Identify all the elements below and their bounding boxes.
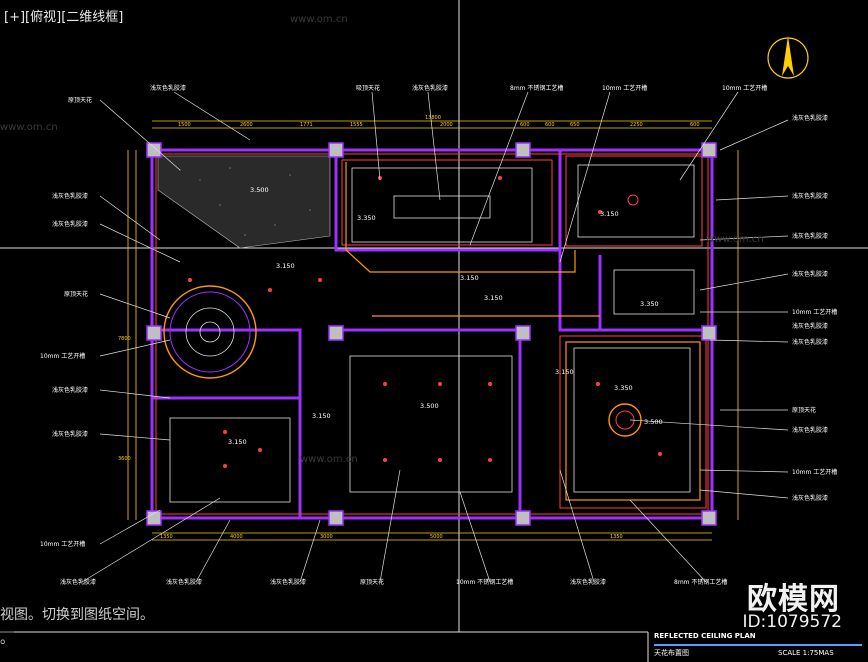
dimension-label: 1771 [300,122,313,128]
ceiling-panels [169,164,695,503]
elevation-label: 3.500 [250,186,269,194]
callout-label: 10mm 工艺开槽 [40,540,85,548]
dimension-label: 1555 [350,122,363,128]
callout-label: 吸顶天花 [356,84,380,92]
elevation-label: 3.500 [420,402,439,410]
dimension-label: 600 [520,122,530,128]
dimension-label: 3000 [320,534,333,540]
site-watermark: www.om.cn [706,234,764,245]
callout-label: 浅灰色乳胶漆 [60,578,96,586]
elevation-label: 3.150 [276,262,295,270]
elevation-label: 3.150 [484,294,503,302]
structural-columns [146,142,717,526]
dimension-label: 2000 [440,122,453,128]
dimension-label: 7800 [118,336,131,342]
drawing-title-en: REFLECTED CEILING PLAN [654,632,756,640]
dimension-label: 1350 [160,534,173,540]
callout-label: 浅灰色乳胶漆 [792,270,828,278]
dimension-label: 600 [545,122,555,128]
callout-label: 浅灰色乳胶漆 [52,220,88,228]
dimension-label: 13800 [425,115,441,121]
site-watermark: www.om.cn [290,14,348,25]
callout-label: 原顶天花 [64,290,88,298]
callout-label: 浅灰色乳胶漆 [412,84,448,92]
watermark-id: ID:1079572 [742,612,842,632]
round-ceiling [163,194,642,437]
viewport-label-separator: ][ [56,10,67,25]
callout-labels: 浅灰色乳胶漆 吸顶天花 浅灰色乳胶漆 8mm 不锈钢工艺槽 10mm 工艺开槽 … [40,84,837,586]
callout-label: 8mm 不锈钢工艺槽 [510,84,563,92]
dimension-label: 1500 [178,122,191,128]
callout-label: 浅灰色乳胶漆 [52,430,88,438]
callout-label: 原顶天花 [792,406,816,414]
dimension-label: 2250 [630,122,643,128]
callout-label: 原顶天花 [360,578,384,586]
command-history-line: 。 [0,628,14,648]
visual-style-button[interactable]: 二维线框 [66,10,119,25]
callout-label: 10mm 不锈钢工艺槽 [456,578,513,586]
callout-label: 10mm 工艺开槽 [792,468,837,476]
north-arrow-icon [767,36,809,79]
callout-leaders [81,91,789,583]
callout-label: 浅灰色乳胶漆 [150,84,186,92]
dimension-label: 600 [690,122,700,128]
elevation-label: 3.150 [312,412,331,420]
elevation-label: 3.350 [614,384,633,392]
elevation-label: 3.150 [600,210,619,218]
callout-label: 10mm 工艺开槽 [792,308,837,316]
elevation-label: 3.350 [357,214,376,222]
elevation-label: 3.350 [640,300,659,308]
drawing-title-cn: 天花布置图 [654,648,689,657]
callout-label: 原顶天花 [68,96,92,104]
stainless-grooves [345,162,701,501]
viewport-controls-button[interactable]: [+][ [4,10,31,25]
elevation-label: 3.150 [228,438,247,446]
command-history-line: 视图。切换到图纸空间。 [0,604,154,624]
site-watermark: www.om.cn [300,454,358,465]
drawing-scale: SCALE 1:75MAS [778,649,834,657]
callout-label: 浅灰色乳胶漆 [792,494,828,502]
callout-label: 浅灰色乳胶漆 [792,338,828,346]
callout-label: 8mm 不锈钢工艺槽 [674,578,727,586]
dimension-label: 5000 [430,534,443,540]
callout-label: 浅灰色乳胶漆 [52,386,88,394]
downlights [188,176,662,468]
callout-label: 10mm 工艺开槽 [40,352,85,360]
site-watermarks: www.om.cn www.om.cn www.om.cn www.om.cn [0,14,764,465]
elevation-label: 3.500 [644,418,663,426]
callout-label: 浅灰色乳胶漆 [792,426,828,434]
callout-label: 浅灰色乳胶漆 [792,192,828,200]
texture-dots [179,167,311,236]
dimension-label: 2600 [240,122,253,128]
dimension-label: 4000 [230,534,243,540]
viewport-label: [+][俯视][二维线框] [4,6,123,25]
dimension-labels: 13800 1500 2600 1771 1555 2000 600 600 6… [118,115,700,540]
site-watermark: www.om.cn [0,122,58,133]
textured-ceiling-zone [157,155,331,249]
watermark-logo: 欧模网 [747,582,840,617]
callout-label: 浅灰色乳胶漆 [792,114,828,122]
viewport-label-close: ] [118,10,124,25]
callout-label: 浅灰色乳胶漆 [52,192,88,200]
dimension-label: 1350 [610,534,623,540]
view-name-button[interactable]: 俯视 [30,10,57,25]
callout-label: 10mm 工艺开槽 [722,84,767,92]
callout-label: 浅灰色乳胶漆 [570,578,606,586]
elevation-labels: 3.500 3.150 3.350 3.150 3.150 3.150 3.35… [228,186,663,446]
dimension-label: 3600 [118,456,131,462]
callout-label: 浅灰色乳胶漆 [166,578,202,586]
callout-label: 10mm 工艺开槽 [602,84,647,92]
callout-label: 浅灰色乳胶漆 [792,232,828,240]
dimension-label: 650 [570,122,580,128]
callout-label: 浅灰色乳胶漆 [792,322,828,330]
callout-label: 浅灰色乳胶漆 [270,578,306,586]
elevation-label: 3.150 [555,368,574,376]
elevation-label: 3.150 [460,274,479,282]
title-block: REFLECTED CEILING PLAN 天花布置图 SCALE 1:75M… [654,632,862,657]
